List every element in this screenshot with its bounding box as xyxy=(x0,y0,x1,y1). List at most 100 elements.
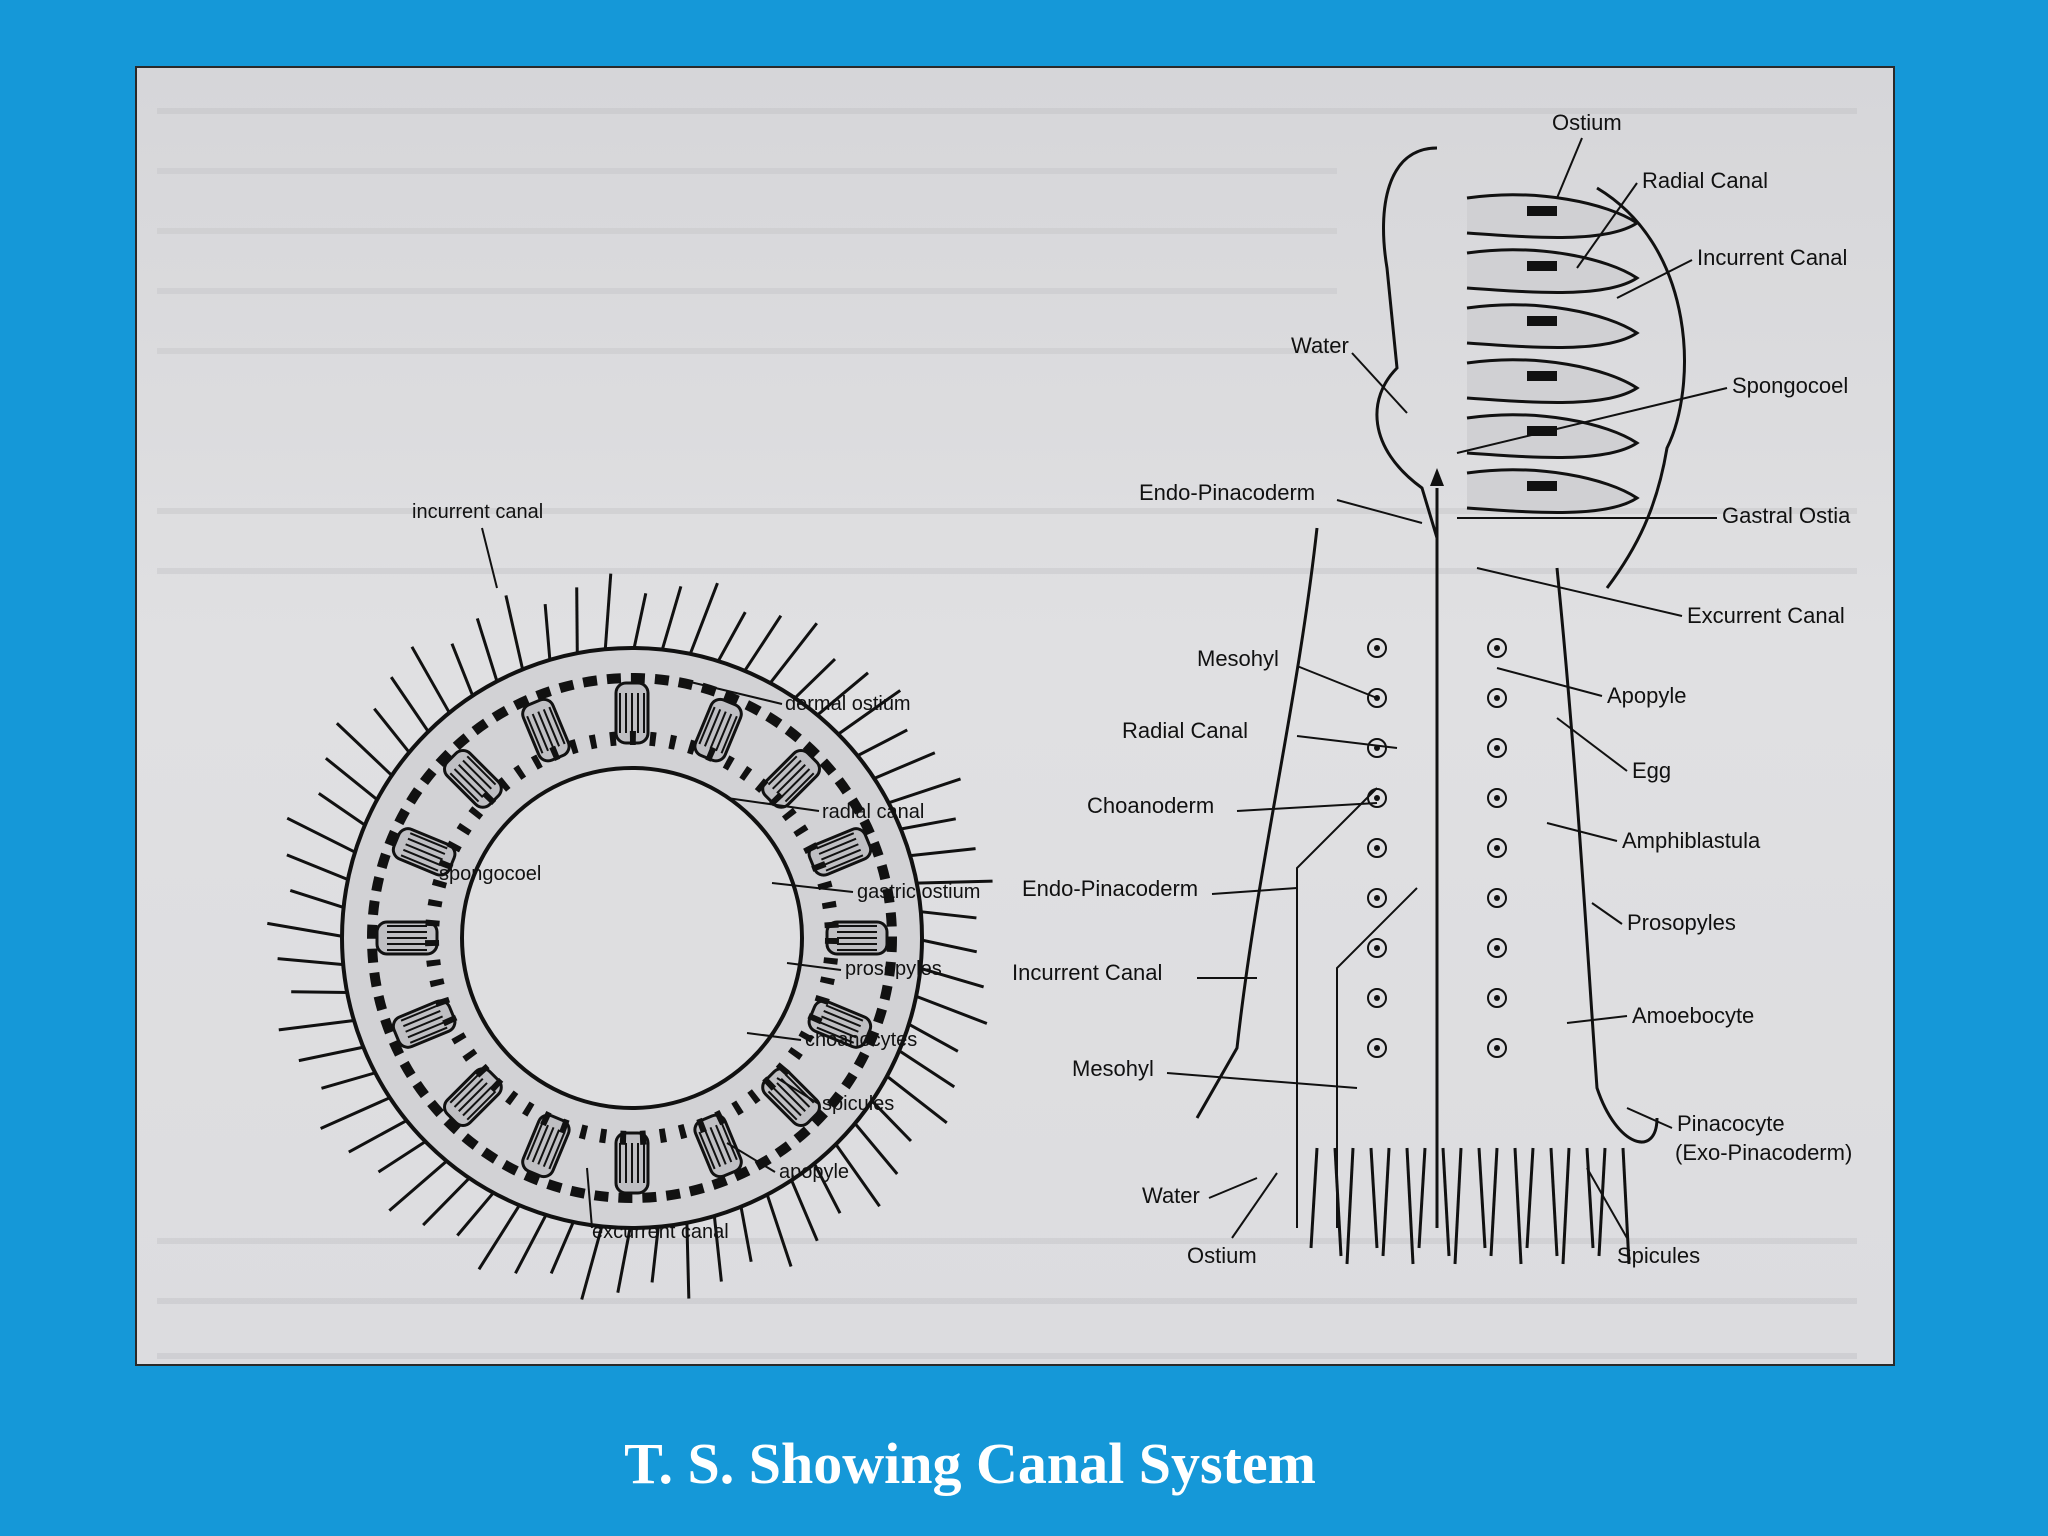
lower-right-wall xyxy=(1555,567,1659,1144)
cell-nucleus xyxy=(1494,745,1500,751)
choanocyte xyxy=(1487,988,1507,1008)
label-radial-canal-top: Radial Canal xyxy=(1642,168,1768,193)
spicule xyxy=(847,1114,899,1175)
right-labels: Ostium Radial Canal Incurrent Canal Wate… xyxy=(1012,110,1852,1268)
spicule xyxy=(737,614,783,681)
flagellum-mark xyxy=(402,848,441,867)
upper-outer-wall xyxy=(1596,186,1686,589)
label-choanoderm: Choanoderm xyxy=(1087,793,1214,818)
flagellum-mark xyxy=(537,711,555,749)
spicule xyxy=(389,676,436,741)
flagellum-mark xyxy=(709,1127,727,1165)
spicule xyxy=(1621,1147,1631,1265)
cell-nucleus xyxy=(1374,895,1380,901)
flagellum-mark xyxy=(542,708,561,747)
flagellum-mark xyxy=(409,1026,448,1044)
spicule xyxy=(878,1068,948,1124)
label-water-bottom: Water xyxy=(1142,1183,1200,1208)
chamber-band xyxy=(1527,206,1557,216)
spicule xyxy=(878,777,961,808)
radial-chamber xyxy=(443,1067,503,1127)
spicule xyxy=(1345,1147,1355,1265)
flagellum-mark xyxy=(703,708,722,747)
spicule xyxy=(762,622,818,692)
spicule xyxy=(580,1216,607,1300)
choanocyte xyxy=(1487,888,1507,908)
flagellum-mark xyxy=(823,848,862,867)
flagellum-mark xyxy=(767,755,798,786)
flagellum-mark xyxy=(462,759,492,790)
spicule xyxy=(298,1043,374,1063)
leader-excurrent-canal xyxy=(586,1167,593,1229)
choanocyte xyxy=(1487,688,1507,708)
radial-chamber xyxy=(614,1131,650,1195)
choanocyte-layer xyxy=(425,731,839,1145)
cell-nucleus xyxy=(1494,1045,1500,1051)
label-spongocoel: spongocoel xyxy=(439,863,541,885)
spicule xyxy=(1309,1147,1319,1249)
cell-nucleus xyxy=(1494,695,1500,701)
show-through-text xyxy=(157,108,1857,1359)
flagellum-mark xyxy=(537,1127,555,1165)
label-egg: Egg xyxy=(1632,758,1671,783)
flagellum-mark xyxy=(818,1021,857,1039)
flagellum-mark xyxy=(823,1009,862,1028)
spicule xyxy=(1597,1147,1607,1257)
spicule xyxy=(422,1169,478,1227)
spicule xyxy=(388,1153,456,1212)
spicule xyxy=(808,671,869,723)
choanocyte xyxy=(1487,738,1507,758)
spicule xyxy=(1513,1147,1523,1265)
flagellum-mark xyxy=(453,768,484,798)
textbook-photo: incurrent canal dermal ostium radial can… xyxy=(135,66,1895,1366)
lower-left-wall xyxy=(1195,527,1319,1119)
chamber-band xyxy=(1527,316,1557,326)
leader-choanoderm xyxy=(1236,802,1378,812)
flagellum-mark xyxy=(409,832,448,850)
spicule xyxy=(828,1135,881,1208)
chamber-band xyxy=(1527,426,1557,436)
flagellum-mark xyxy=(816,1026,855,1044)
flagellum-mark xyxy=(405,1015,443,1033)
label-amoebocyte: Amoebocyte xyxy=(1632,1003,1754,1028)
flagellum-mark xyxy=(715,1124,733,1163)
label-water-top: Water xyxy=(1291,333,1349,358)
radial-chamber xyxy=(761,749,821,809)
spicule xyxy=(906,991,988,1025)
choanocyte xyxy=(1367,838,1387,858)
spicule xyxy=(1369,1147,1379,1249)
upper-chamber xyxy=(1466,303,1640,349)
spicule xyxy=(1441,1147,1451,1257)
label-apopyle-right: Apopyle xyxy=(1607,683,1687,708)
spicule xyxy=(575,587,579,664)
leader-ostium-top xyxy=(1556,137,1583,199)
chamber-band xyxy=(1527,261,1557,271)
label-choanocytes: choanocytes xyxy=(805,1029,917,1051)
spicule xyxy=(1525,1147,1535,1249)
flagellum-mark xyxy=(449,1073,480,1104)
flagellum-mark xyxy=(407,837,446,855)
spicule xyxy=(504,595,527,680)
cell-nucleus xyxy=(1374,645,1380,651)
cell-nucleus xyxy=(1374,945,1380,951)
choanocyte xyxy=(1367,738,1387,758)
leader-incurrent-canal-top xyxy=(1616,259,1693,299)
spicule xyxy=(278,1017,365,1032)
choanocyte xyxy=(1487,1038,1507,1058)
label-amphiblastula: Amphiblastula xyxy=(1622,828,1761,853)
label-endo-pinacoderm-2: Endo-Pinacoderm xyxy=(1022,876,1198,901)
flagellum-mark xyxy=(709,711,727,749)
leader-spicules xyxy=(776,1077,820,1105)
label-incurrent-canal-right: Incurrent Canal xyxy=(1012,960,1162,985)
spicule xyxy=(1585,1147,1595,1249)
spicule xyxy=(1417,1147,1427,1249)
spicule xyxy=(335,722,401,784)
flagellum-mark xyxy=(776,764,806,794)
water-flow-arrows xyxy=(1296,468,1444,1228)
label-apopyle: apopyle xyxy=(779,1161,849,1183)
spicule xyxy=(762,1184,793,1267)
spongocoel-cavity xyxy=(460,766,804,1110)
flagellum-mark xyxy=(462,1086,492,1117)
label-excurrent-canal: excurrent canal xyxy=(592,1221,729,1243)
leader-gastric-ostium xyxy=(771,882,854,893)
